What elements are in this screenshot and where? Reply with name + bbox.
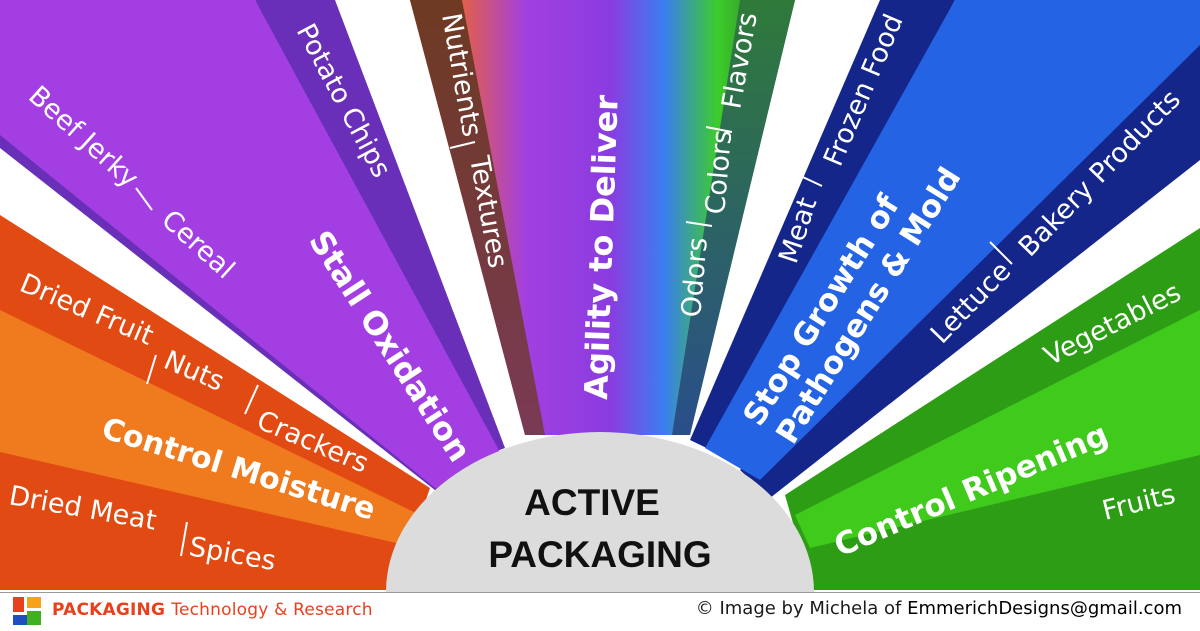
hub-title-line2: PACKAGING [488, 534, 711, 575]
separator [449, 141, 476, 149]
ray-stall-oxidation-inner [0, 0, 500, 492]
item-odors: Odors [676, 236, 714, 318]
credit-text: © Image by Michela of [695, 598, 908, 619]
ray-agility-to-deliver [410, 0, 795, 435]
brand-word: PACKAGING [52, 600, 166, 620]
ray-control-moisture-inner [0, 310, 420, 545]
ray-stop-growth [690, 0, 1200, 498]
separator [146, 354, 157, 385]
brand-rest: Technology & Research [171, 600, 373, 620]
ray-stall-oxidation [0, 0, 505, 498]
separator [244, 384, 259, 415]
brand-name: PACKAGING Technology & Research [52, 600, 373, 620]
separator [135, 187, 153, 211]
ray-agility-to-deliver-right-strip [672, 0, 795, 435]
separator [685, 221, 713, 227]
footer: PACKAGING Technology & Research © Image … [0, 592, 1200, 631]
separator [989, 241, 1013, 265]
image-credit: © Image by Michela of EmmerichDesigns@gm… [696, 598, 1182, 619]
hub: ACTIVE PACKAGING [386, 432, 814, 592]
ray-control-ripening [785, 228, 1200, 590]
ray-agility-to-deliver-left-strip [410, 0, 545, 435]
ray-control-moisture [0, 215, 430, 590]
hub-semicircle [386, 432, 814, 592]
ray-stall-oxidation-outer-top [255, 0, 505, 458]
item-separators [135, 126, 1013, 557]
hub-title-line1: ACTIVE [524, 482, 660, 523]
separator [705, 126, 733, 133]
ray-control-ripening-inner [795, 310, 1200, 548]
ray-stop-growth-inner [705, 0, 1200, 480]
credit-email: EmmerichDesigns@gmail.com [907, 598, 1182, 619]
separator [791, 171, 823, 187]
item-colors: Colors [700, 129, 738, 216]
ray-stop-growth-outer [690, 0, 955, 452]
separator [180, 521, 188, 557]
packaging-logo-icon [13, 597, 41, 625]
